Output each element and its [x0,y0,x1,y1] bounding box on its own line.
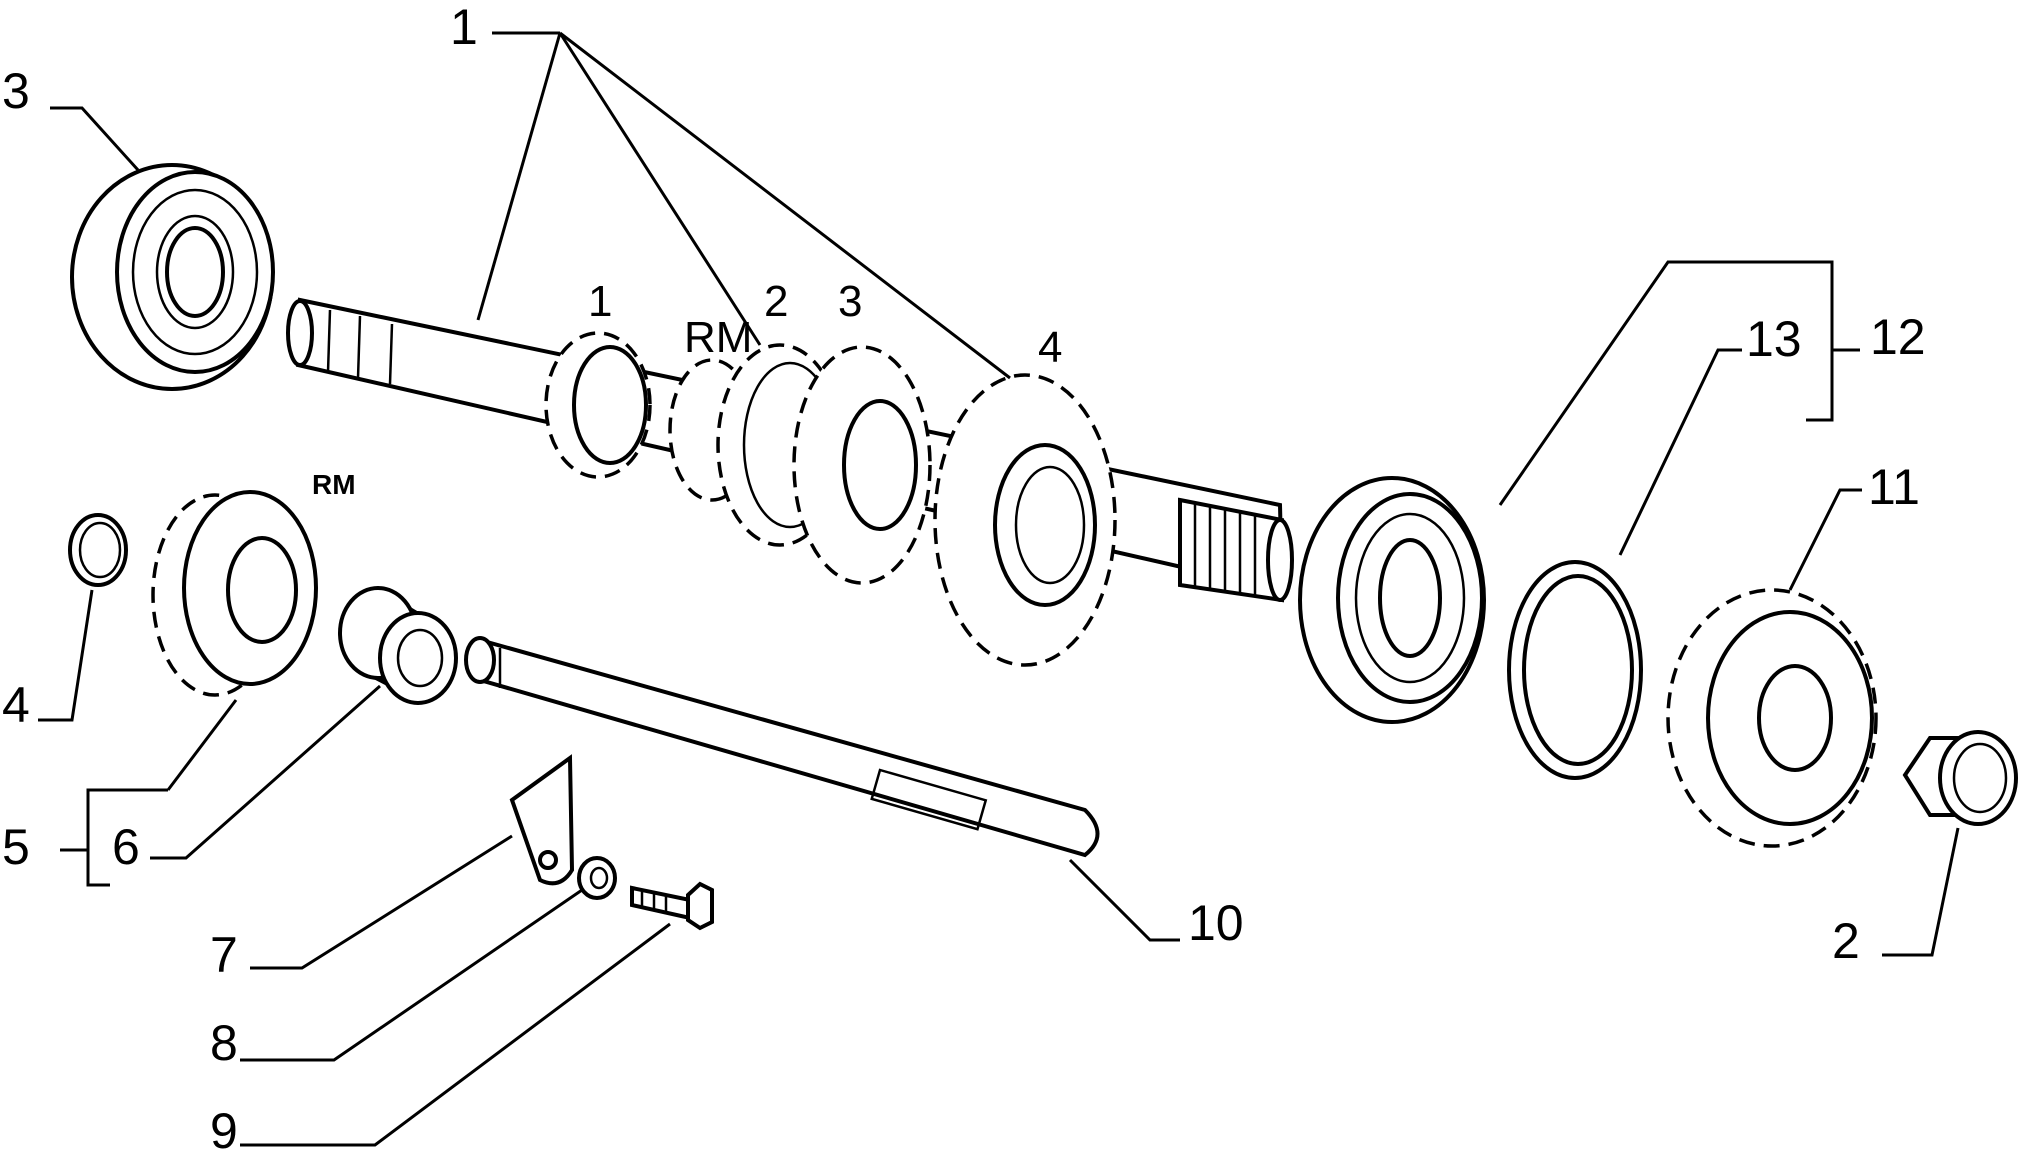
nut [1902,730,2018,826]
gear-4th [933,373,1117,667]
gear-11 [1666,588,1878,848]
leader-lines [38,31,1960,1147]
bushing [338,586,458,705]
callout-11: 11 [1868,459,1920,515]
gear-label-rm-idler: RM [312,469,356,500]
circlip [68,513,128,587]
callout-10: 10 [1188,895,1244,951]
callout-3: 3 [2,63,30,119]
bearing-left [70,163,275,391]
snap-ring [1507,560,1643,780]
callout-8: 8 [210,1015,238,1071]
callout-13: 13 [1746,311,1802,367]
gear-label-4: 4 [1038,323,1062,372]
callout-4: 4 [2,677,30,733]
gear-1st [544,331,652,479]
idler-shaft [464,636,1100,858]
callout-12: 12 [1870,309,1926,365]
lock-plate [509,754,575,886]
gear-label-1: 1 [588,277,612,326]
bolt [630,881,714,931]
washer [577,856,617,900]
callout-2: 2 [1832,913,1860,969]
callout-1: 1 [450,0,478,55]
gear-label-3: 3 [838,277,862,326]
reverse-idler-gear [151,490,318,697]
gear-label-rm: RM [684,313,752,362]
callout-6: 6 [112,819,140,875]
gear-label-2: 2 [764,277,788,326]
callout-9: 9 [210,1103,238,1159]
gear-3rd [792,345,932,585]
bearing-right [1298,476,1486,724]
callout-5: 5 [2,819,30,875]
callout-7: 7 [210,927,238,983]
